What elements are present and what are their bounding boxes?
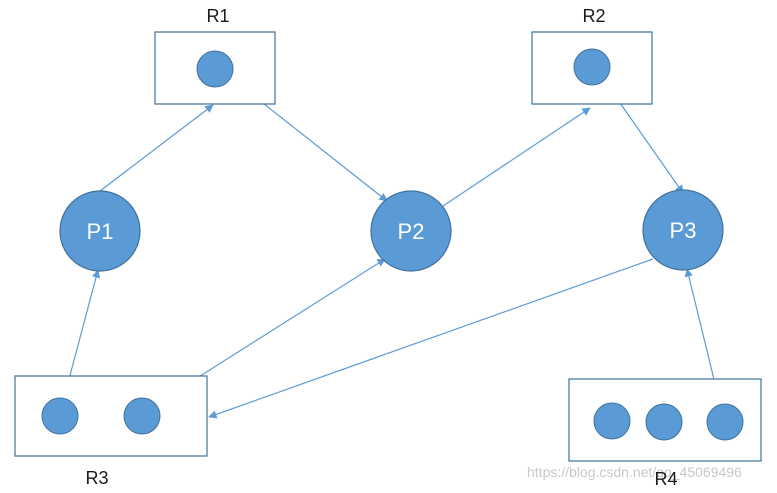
process-label-p1: P1 bbox=[87, 219, 114, 244]
edge-p2-to-r2 bbox=[442, 107, 591, 207]
resource-instance bbox=[573, 48, 611, 86]
process-p1: P1 bbox=[59, 190, 141, 272]
process-node-p3 bbox=[642, 189, 724, 271]
resource-instance bbox=[593, 402, 631, 440]
resource-label-r4: R4 bbox=[654, 469, 677, 489]
resource-label-r2: R2 bbox=[582, 6, 605, 26]
resource-instance bbox=[41, 397, 79, 435]
process-label-p2: P2 bbox=[398, 219, 425, 244]
resource-r2: R2 bbox=[531, 6, 653, 105]
process-p2: P2 bbox=[370, 190, 452, 272]
edge-p1-to-r1 bbox=[99, 104, 214, 192]
resource-instance bbox=[645, 403, 683, 441]
resource-r4 bbox=[568, 378, 762, 462]
resource-instance bbox=[706, 403, 744, 441]
process-p3: P3 bbox=[642, 189, 724, 271]
resource-instance bbox=[123, 397, 161, 435]
resource-r3: R3 bbox=[14, 375, 208, 488]
process-label-p3: P3 bbox=[670, 218, 697, 243]
resource-label-r1: R1 bbox=[206, 6, 229, 26]
process-node-p2 bbox=[370, 190, 452, 272]
resource-r1: R1 bbox=[154, 6, 276, 105]
resource-instance bbox=[196, 50, 234, 88]
edge-p3-to-r3 bbox=[208, 258, 654, 419]
watermark-text: https://blog.csdn.net/qq_45069496 bbox=[527, 464, 742, 480]
process-node-p1 bbox=[59, 190, 141, 272]
resource-label-r3: R3 bbox=[85, 468, 108, 488]
